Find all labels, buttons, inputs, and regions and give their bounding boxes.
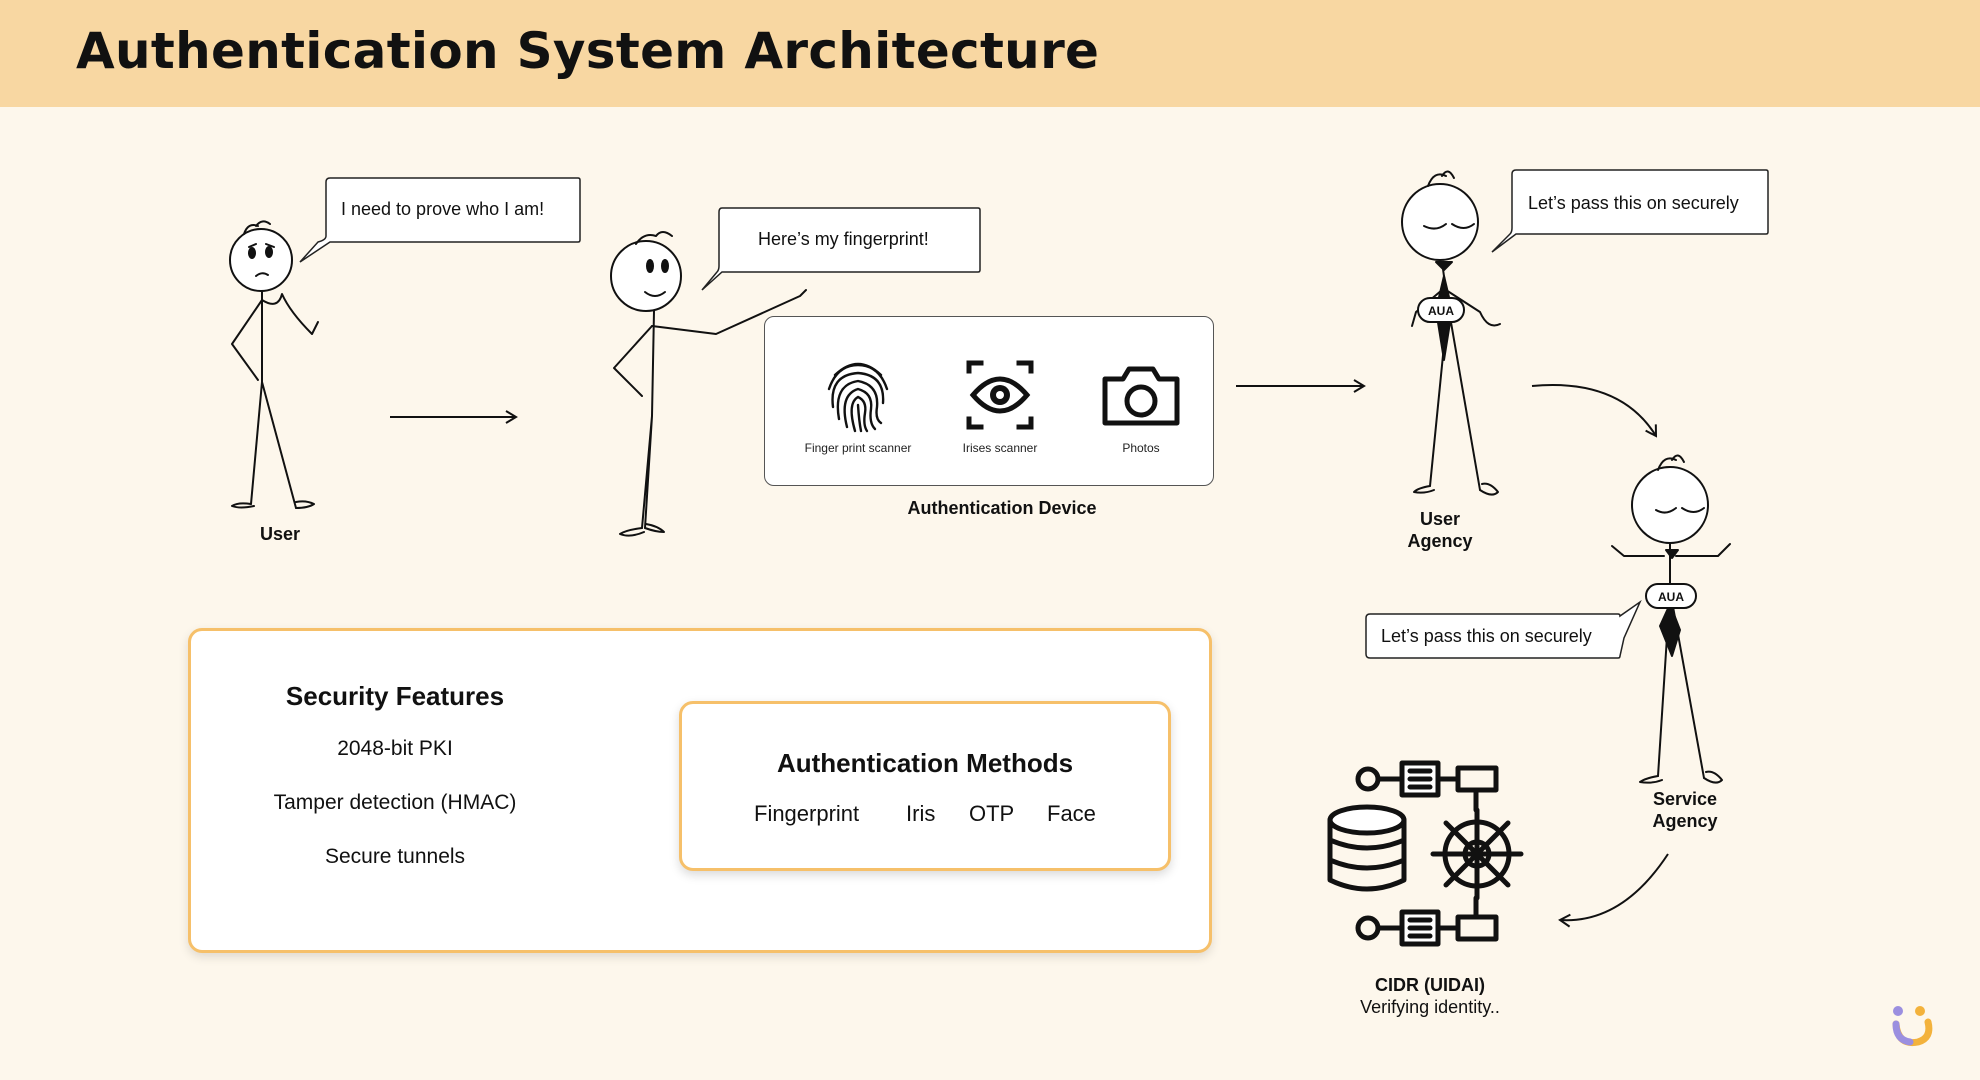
service-agency-label-line2: Agency: [1652, 811, 1718, 831]
bubble-text-aua: Let’s pass this on securely: [1528, 193, 1739, 213]
speech-bubble-aua: [1491, 169, 1769, 253]
cidr-label: CIDR (UIDAI) Verifying identity..: [1330, 974, 1530, 1018]
device-item-fingerprint: Finger print scanner: [788, 357, 928, 455]
bubble-text-asa: Let’s pass this on securely: [1381, 626, 1592, 646]
fingerprint-icon: [827, 362, 889, 433]
speech-bubble-user2: [701, 207, 981, 291]
user-agency-figure: [1401, 170, 1501, 496]
asa-badge: AUA: [1658, 590, 1684, 604]
security-features-title: Security Features: [285, 681, 505, 711]
user-agency-label-line1: User: [1419, 509, 1461, 529]
eye-scan-icon: [966, 360, 1034, 430]
speech-bubble-asa: [1365, 599, 1642, 659]
auth-method-face: Face: [1047, 801, 1096, 826]
device-caption-iris: Irises scanner: [962, 441, 1038, 455]
auth-method-iris: Iris: [906, 801, 936, 826]
authentication-device: Finger print scanner Irises scanner Phot…: [764, 316, 1214, 486]
user-figure: [229, 220, 319, 509]
authentication-methods-title: Authentication Methods: [776, 748, 1074, 778]
auth-method-fingerprint: Fingerprint: [754, 801, 860, 826]
service-agency-label-line1: Service: [1652, 789, 1718, 809]
service-agency-figure: [1611, 454, 1731, 784]
cidr-subtitle: Verifying identity..: [1360, 997, 1500, 1017]
service-agency-label: Service Agency: [1625, 788, 1745, 832]
security-item-tunnels: Secure tunnels: [324, 845, 466, 868]
user-agency-label: User Agency: [1380, 508, 1500, 552]
device-caption-fingerprint: Finger print scanner: [804, 441, 912, 455]
authentication-device-label: Authentication Device: [907, 498, 1097, 518]
device-caption-photos: Photos: [1122, 441, 1160, 455]
page-title: Authentication System Architecture: [76, 22, 1100, 80]
auth-method-otp: OTP: [969, 801, 1015, 826]
authentication-methods-panel: Authentication Methods Fingerprint Iris …: [679, 701, 1171, 871]
cidr-network-icon: [1327, 760, 1524, 947]
speech-bubble-user: [299, 177, 581, 263]
security-item-hmac: Tamper detection (HMAC): [273, 791, 517, 814]
user-agency-label-line2: Agency: [1407, 531, 1473, 551]
device-item-photos: Photos: [1071, 357, 1211, 455]
bubble-text-user2: Here’s my fingerprint!: [758, 229, 929, 249]
header-bar: Authentication System Architecture: [0, 0, 1980, 107]
cidr-title: CIDR (UIDAI): [1375, 975, 1485, 995]
camera-icon: [1102, 366, 1180, 426]
user-pointing-figure: [610, 231, 807, 537]
device-item-iris: Irises scanner: [930, 357, 1070, 455]
security-item-pki: 2048-bit PKI: [337, 737, 453, 760]
brand-logo: [1892, 1006, 1933, 1047]
user-label: User: [259, 524, 301, 544]
aua-badge: AUA: [1428, 304, 1454, 318]
flow-arrows: [390, 379, 1669, 928]
bubble-text-user: I need to prove who I am!: [341, 199, 545, 219]
